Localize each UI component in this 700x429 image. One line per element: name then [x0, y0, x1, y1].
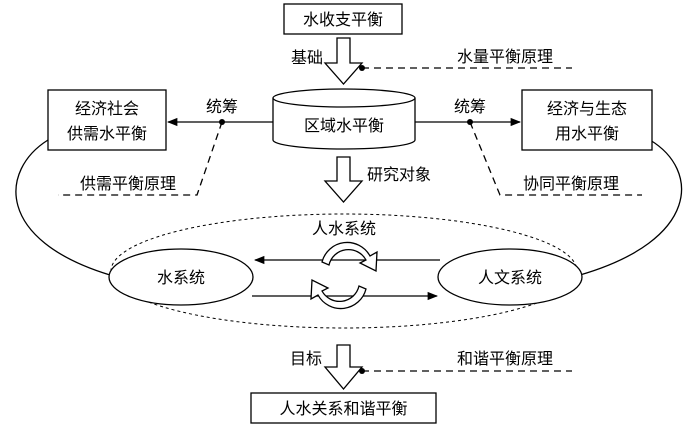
left-box-line1: 经济社会 [75, 99, 139, 118]
leader-supply-demand [58, 121, 223, 196]
right-box [521, 89, 653, 151]
label-harmony-principle: 和谐平衡原理 [457, 349, 553, 368]
bottom-box-label: 人水关系和谐平衡 [279, 399, 407, 418]
leader-synergy [469, 121, 642, 196]
outer-loop-left [15, 139, 111, 276]
cylinder-top [272, 88, 416, 108]
label-basis: 基础 [291, 48, 323, 67]
human-system-label: 人文系统 [478, 268, 542, 287]
cycle-icon [310, 241, 378, 310]
water-system-label: 水系统 [157, 268, 205, 287]
right-box-line1: 经济与生态 [547, 99, 627, 118]
label-goal: 目标 [290, 349, 322, 368]
label-research-object: 研究对象 [367, 165, 431, 184]
arrow-research-object [323, 156, 364, 203]
arrow-basis [323, 37, 364, 85]
left-box [47, 89, 167, 151]
right-box-line2: 用水平衡 [555, 124, 619, 143]
bottom-box [250, 392, 437, 424]
arrow-goal [323, 344, 364, 391]
water-system-node [108, 248, 254, 306]
label-synergy-principle: 协同平衡原理 [523, 174, 619, 193]
cylinder-body [272, 98, 416, 150]
top-box-label: 水收支平衡 [303, 10, 383, 29]
label-water-quantity-principle: 水量平衡原理 [457, 47, 553, 66]
label-supply-demand-principle: 供需平衡原理 [80, 174, 176, 193]
left-box-line2: 供需水平衡 [67, 124, 147, 143]
label-human-water-system: 人水系统 [312, 219, 376, 238]
top-box [283, 3, 403, 35]
human-system-node [437, 248, 583, 306]
cylinder-label: 区域水平衡 [304, 116, 384, 135]
label-coordinate-left: 统筹 [206, 97, 238, 116]
outer-loop-right [579, 139, 683, 276]
label-coordinate-right: 统筹 [454, 97, 486, 116]
